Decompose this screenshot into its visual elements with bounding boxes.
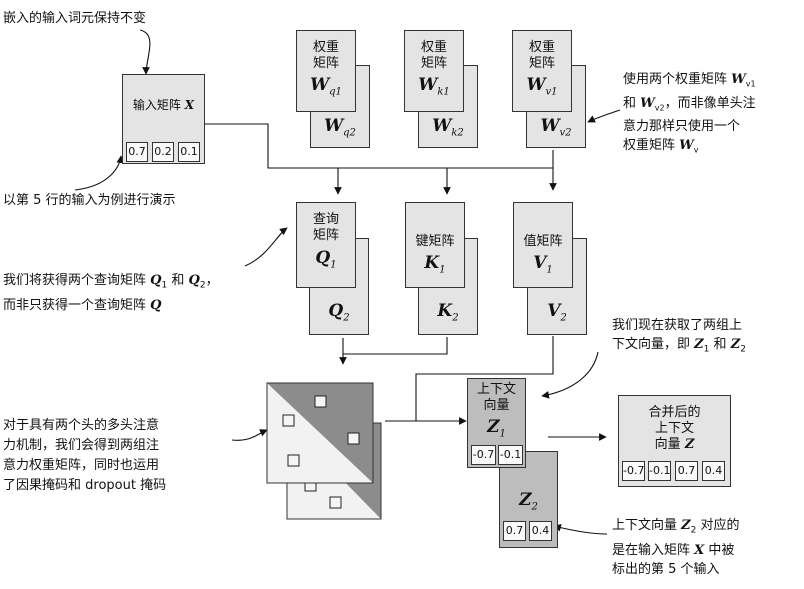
note-two-context-sets: 我们现在获取了两组上 下文向量，即 Z1 和 Z2 <box>612 318 746 355</box>
qk-join <box>343 337 448 355</box>
note-arrow-query <box>244 227 288 267</box>
combined-cell: -0.7 <box>622 461 645 481</box>
combined-cell: 0.4 <box>702 461 725 481</box>
query-matrix-q1: 查询 矩阵 Q1 <box>296 202 356 288</box>
input-cell: 0.7 <box>126 142 148 162</box>
z2-cell: 0.4 <box>529 521 552 541</box>
v-down <box>415 336 554 421</box>
note-arrow-row <box>74 155 125 191</box>
note-arrow-attn <box>231 429 268 441</box>
z2-cell: 0.7 <box>503 521 526 541</box>
value-matrix-v1: 值矩阵 V1 <box>513 202 573 288</box>
note-arrow-weights <box>587 109 621 123</box>
z1-cell: -0.7 <box>471 445 496 465</box>
weight-matrix-wq1: 权重 矩阵 Wq1 <box>296 30 356 112</box>
input-cell: 0.2 <box>152 142 174 162</box>
note-two-value-weights: 使用两个权重矩阵 Wv1 和 Wv2，而非像单头注 意力那样只使用一个 权重矩阵… <box>623 72 756 155</box>
x-to-bus <box>205 123 553 169</box>
input-matrix-x: 输入矩阵 X 0.7 0.2 0.1 <box>122 74 205 164</box>
note-arrow-z2 <box>553 523 608 535</box>
combined-cell: -0.1 <box>648 461 671 481</box>
input-cell: 0.1 <box>178 142 200 162</box>
weight-matrix-wk1: 权重 矩阵 Wk1 <box>404 30 464 112</box>
key-matrix-k1: 键矩阵 K1 <box>405 202 465 288</box>
note-arrow-top <box>139 29 151 75</box>
note-two-queries: 我们将获得两个查询矩阵 Q1 和 Q2， 而非只获得一个查询矩阵 Q <box>3 273 219 313</box>
note-arrow-ctx <box>541 351 599 399</box>
note-row-example: 以第 5 行的输入为例进行演示 <box>3 193 176 208</box>
weight-matrix-wv1: 权重 矩阵 Wv1 <box>512 30 572 112</box>
combined-context-vectors: 合并后的 上下文 向量 Z -0.7 -0.1 0.7 0.4 <box>618 395 731 487</box>
note-embedding-unchanged: 嵌入的输入词元保持不变 <box>3 11 147 26</box>
note-z2-fifth-input: 上下文向量 Z2 对应的 是在输入矩阵 X 中被 标出的第 5 个输入 <box>612 518 740 577</box>
note-two-heads: 对于具有两个头的多头注意 力机制，我们会得到两组注 意力权重矩阵，同时也运用 了… <box>3 418 167 493</box>
z1-cell: -0.1 <box>498 445 523 465</box>
context-vectors-z1: 上下文 向量 Z1 -0.7 -0.1 <box>467 378 526 468</box>
input-matrix-label: 输入矩阵 X <box>132 98 195 112</box>
combined-cell: 0.7 <box>675 461 698 481</box>
